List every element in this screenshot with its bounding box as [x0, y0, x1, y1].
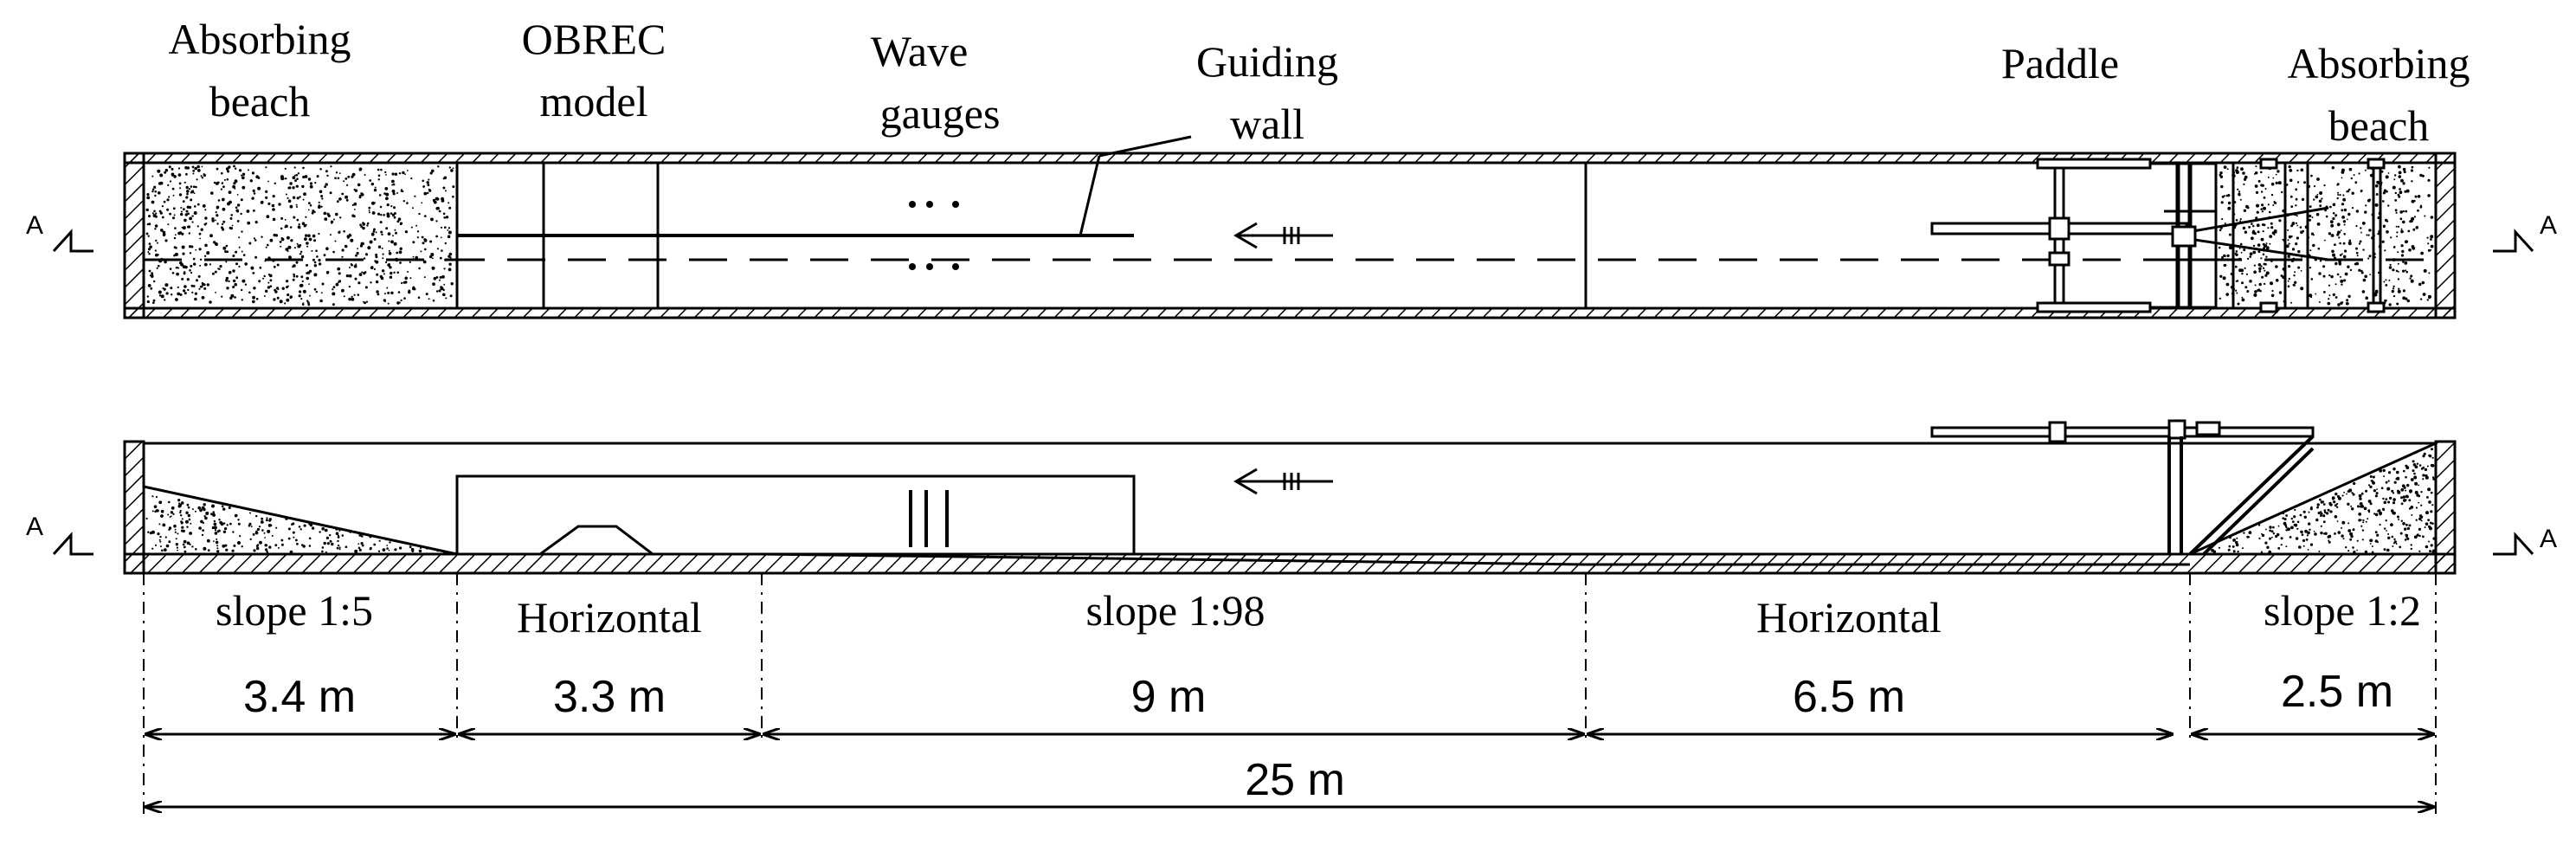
slope-label-1: slope 1:5	[216, 586, 373, 635]
dim-label-total: 25 m	[1245, 755, 1345, 805]
svg-text:A: A	[26, 513, 43, 541]
section-marker-top-left: A	[26, 211, 93, 253]
label-absorbing-beach-left-2: beach	[209, 77, 311, 126]
plan-left-beach-stipple	[145, 165, 455, 306]
label-obrec-model-1: OBREC	[522, 15, 667, 63]
section-right-wall	[2434, 440, 2457, 575]
label-guiding-wall-1: Guiding	[1196, 37, 1338, 86]
paddle-plan-icon	[1930, 158, 2386, 313]
label-guiding-wall-2: wall	[1230, 100, 1304, 148]
plan-view: A A	[26, 135, 2557, 319]
obrec-structure	[536, 525, 657, 556]
guiding-wall-leader-2	[1098, 135, 1192, 158]
wave-gauge-dots	[909, 201, 959, 270]
plan-right-wall	[2434, 152, 2457, 319]
label-absorbing-beach-left-1: Absorbing	[168, 15, 351, 63]
section-wave-arrow-icon	[1233, 468, 1333, 495]
plan-left-wall	[123, 152, 145, 319]
top-labels: Absorbing beach OBREC model Wave gauges …	[168, 15, 2470, 150]
plan-wave-arrow-icon	[1233, 222, 1333, 249]
label-paddle: Paddle	[2001, 39, 2119, 87]
label-absorbing-beach-right-1: Absorbing	[2287, 39, 2470, 87]
section-marker-top-right: A	[2493, 211, 2557, 253]
label-obrec-model-2: model	[540, 77, 648, 126]
section-wave-gauges	[909, 490, 949, 547]
dimension-row: 3.4 m 3.3 m 9 m 6.5 m 2.5 m 25 m	[145, 667, 2434, 807]
svg-text:A: A	[26, 211, 43, 240]
section-view: A A	[26, 419, 2557, 575]
section-marker-bottom-left: A	[26, 513, 93, 556]
label-wave-gauges-1: Wave	[871, 27, 969, 75]
dim-label-5: 2.5 m	[2281, 667, 2393, 717]
slope-label-4: Horizontal	[1756, 593, 1942, 642]
section-left-beach	[142, 485, 458, 556]
paddle-section-icon	[1930, 419, 2315, 556]
label-absorbing-beach-right-2: beach	[2328, 101, 2430, 150]
slope-label-3: slope 1:98	[1086, 586, 1265, 635]
svg-text:A: A	[2540, 211, 2557, 240]
section-right-beach-stipple	[2211, 448, 2436, 554]
slope-label-2: Horizontal	[517, 593, 702, 642]
dim-label-2: 3.3 m	[553, 672, 666, 722]
section-right-beach	[2189, 441, 2438, 556]
svg-text:A: A	[2540, 525, 2557, 553]
guiding-wall-leader	[1079, 155, 1101, 236]
dim-label-1: 3.4 m	[243, 672, 356, 722]
dim-label-4: 6.5 m	[1793, 672, 1905, 722]
section-left-beach-stipple	[145, 495, 447, 554]
slope-label-5: slope 1:2	[2264, 586, 2421, 635]
section-left-wall	[123, 440, 145, 575]
dim-label-3: 9 m	[1131, 672, 1207, 722]
label-wave-gauges-2: gauges	[880, 89, 1001, 138]
dimension-extension-lines	[143, 573, 2437, 814]
slope-labels: slope 1:5 Horizontal slope 1:98 Horizont…	[216, 586, 2421, 642]
plan-right-beach	[2214, 161, 2438, 310]
section-marker-bottom-right: A	[2493, 525, 2557, 556]
slope-1-98-line	[761, 552, 1587, 566]
